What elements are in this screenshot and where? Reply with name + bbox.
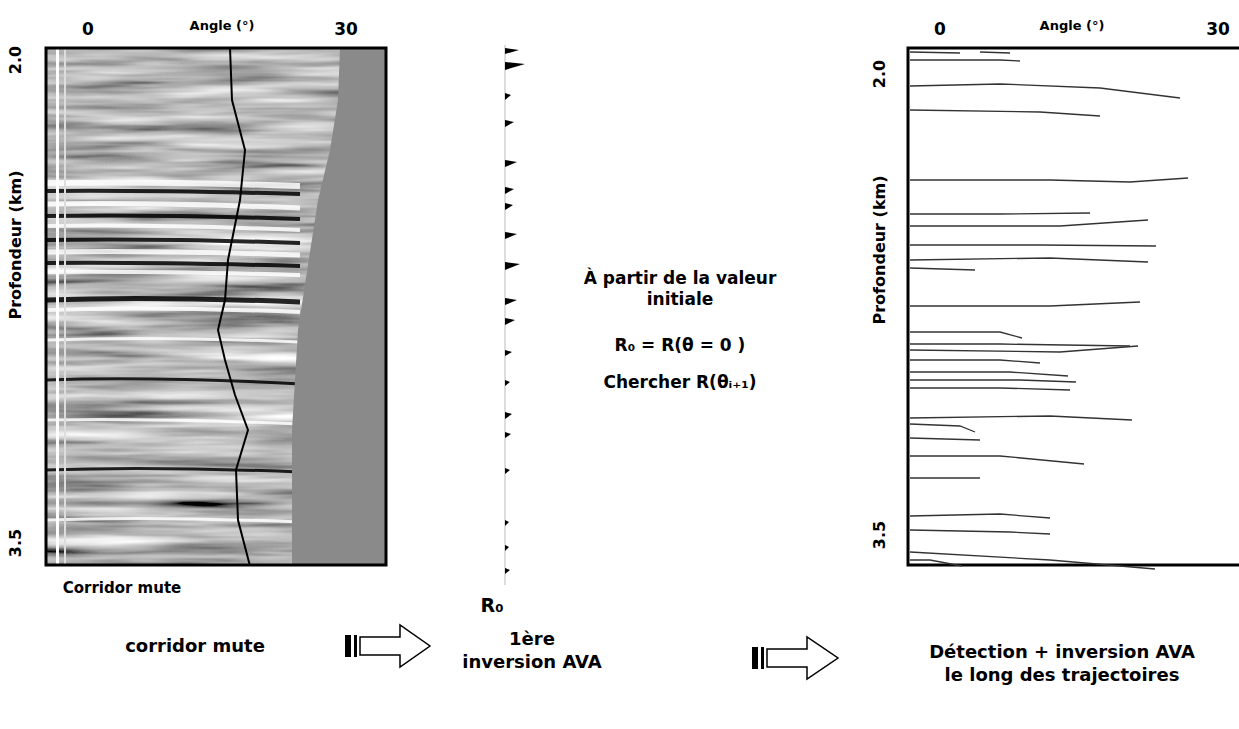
- trajectory-lines: [910, 52, 1188, 569]
- axis-title: Angle (°): [190, 18, 255, 34]
- tick-label: 2.0: [6, 46, 26, 74]
- seismic-gather: [46, 48, 386, 565]
- tick-label: 0: [934, 19, 946, 40]
- tick-label: 3.5: [6, 529, 26, 557]
- step-label: 1ère inversion AVA: [462, 628, 602, 673]
- step-text: À partir de la valeur initiale: [565, 268, 795, 311]
- formula: Chercher R(θᵢ₊₁): [604, 372, 757, 393]
- tick-label: 30: [334, 19, 358, 40]
- step-label: corridor mute: [125, 635, 265, 658]
- formula: R₀ = R(θ = 0 ): [615, 335, 746, 356]
- tick-label: 3.5: [870, 521, 890, 549]
- axis-title: Profondeur (km): [870, 175, 890, 324]
- tick-label: 30: [1206, 19, 1230, 40]
- reflectivity-trace: [505, 45, 525, 585]
- axis-title: Angle (°): [1040, 18, 1105, 34]
- block-arrow: [752, 637, 838, 679]
- step-label: Détection + inversion AVA le long des tr…: [927, 641, 1197, 686]
- panel-frame: [908, 48, 1239, 565]
- tick-label: 2.0: [870, 60, 890, 88]
- trace-label: R₀: [481, 594, 504, 618]
- tick-label: 0: [82, 19, 94, 40]
- block-arrow: [345, 625, 430, 667]
- panel-frame: [46, 48, 386, 565]
- panel-caption: Corridor mute: [63, 579, 182, 598]
- axis-title: Profondeur (km): [6, 170, 26, 319]
